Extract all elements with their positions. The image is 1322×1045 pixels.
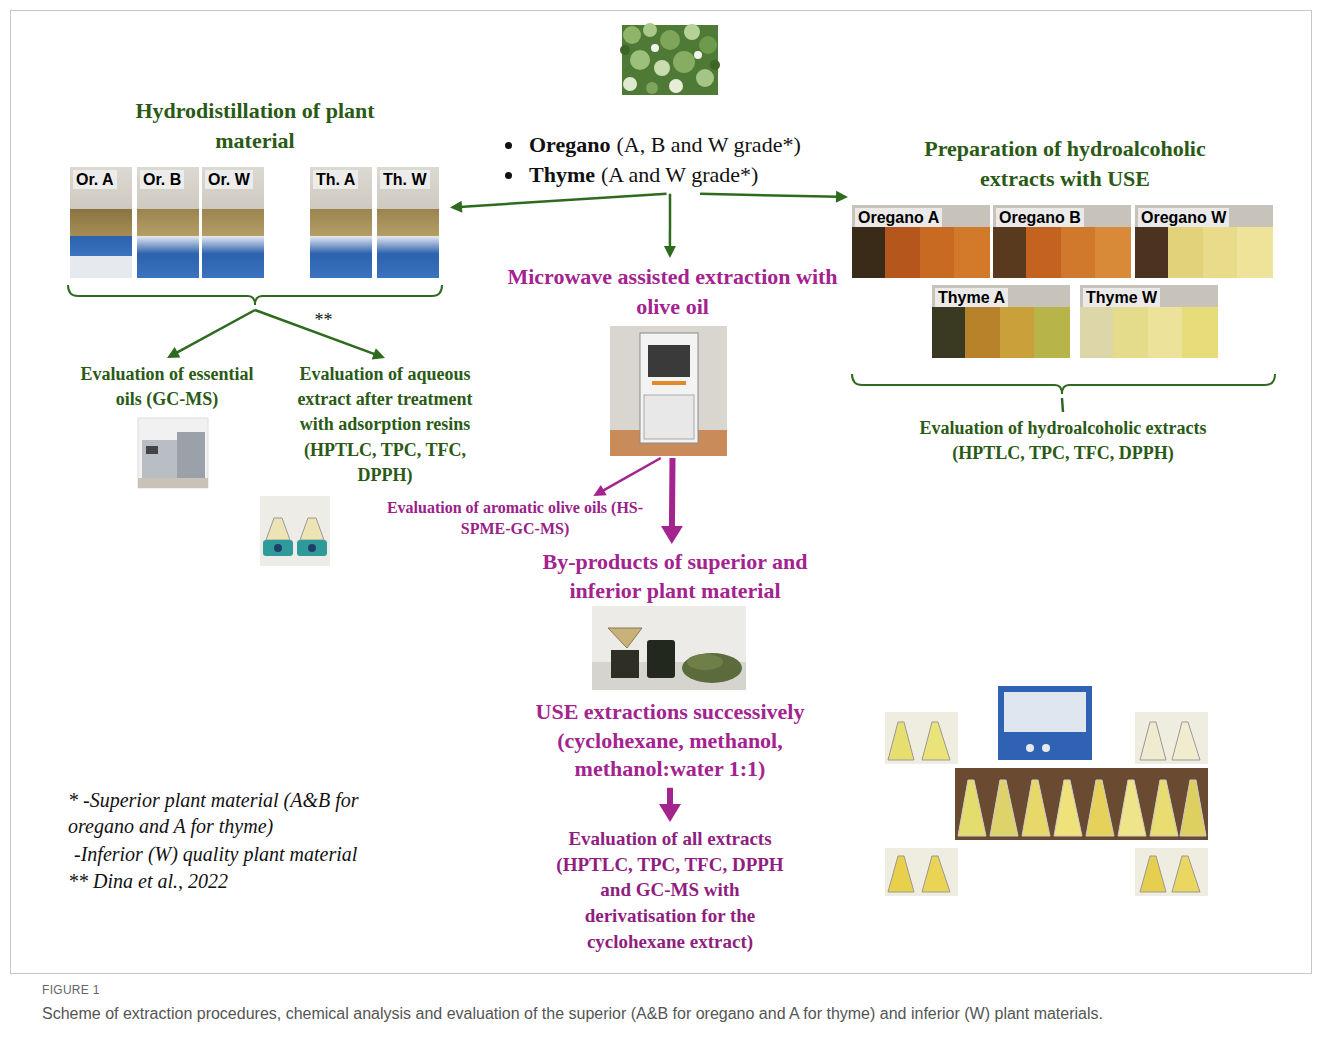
microwave-photo: [610, 326, 727, 456]
node-text: Evaluation of aqueous extract after trea…: [284, 362, 486, 488]
byproducts-photo: [592, 606, 746, 690]
process-heading: By-products of superior and inferior pla…: [515, 544, 835, 692]
node-text: Evaluation of hydroalcoholic extracts (H…: [892, 416, 1234, 466]
photo-tile: Oregano W: [1135, 205, 1273, 278]
flow-arrow: [1062, 398, 1063, 412]
node-text: Oregano A: [855, 208, 942, 227]
photo-tile: Or. B: [137, 167, 199, 278]
node-text: Evaluation of essential oils (GC-MS): [66, 362, 268, 412]
arrow-shaft: [669, 458, 676, 530]
node-text: By-products of superior and inferior pla…: [526, 548, 824, 605]
arrow-head: [593, 485, 606, 496]
node-text: Thyme A: [935, 288, 1008, 307]
evaluation-text: Evaluation of hydroalcoholic extracts (H…: [888, 412, 1238, 470]
photo-tile: Or. W: [202, 167, 264, 278]
process-heading: USE extractions successively (cyclohexan…: [500, 694, 840, 788]
bullet-item: Thyme(A and W grade*): [499, 160, 841, 190]
node-text: Or. W: [205, 170, 253, 189]
process-heading: Hydrodistillation of plant materialOr. A…: [60, 92, 450, 310]
arrow-shaft: [700, 194, 838, 197]
figure-number: FIGURE 1: [42, 983, 342, 999]
flow-arrow: [593, 458, 661, 496]
node-text: Evaluation of aromatic olive oils (HS-SP…: [382, 498, 648, 540]
photo-tile: Oregano B: [993, 205, 1131, 278]
grade-note: (A and W grade*): [601, 162, 758, 187]
node-text: Preparation of hydroalcoholic extracts w…: [895, 134, 1235, 195]
stirrer-photo: [260, 496, 330, 566]
photo-tile: Th. A: [310, 167, 372, 278]
arrow-shaft: [460, 194, 667, 207]
plant-name: Oregano: [529, 132, 610, 157]
photo-tile: Thyme A: [932, 285, 1070, 358]
node-text: Evaluation of all extracts (HPTLC, TPC, …: [549, 826, 791, 954]
process-heading: Microwave assisted extraction with olive…: [490, 258, 855, 458]
node-text: Th. W: [380, 170, 430, 189]
photo-tile: Or. A: [70, 167, 132, 278]
footnote: * -Superior plant material (A&B for oreg…: [68, 787, 413, 839]
bullet-dot: [505, 172, 512, 179]
flow-arrow: [700, 191, 848, 203]
node-text: Thyme W: [1083, 288, 1160, 307]
arrow-head: [836, 191, 848, 203]
evaluation-text: Evaluation of aromatic olive oils (HS-SP…: [380, 496, 650, 542]
node-text: Hydrodistillation of plant material: [135, 96, 375, 157]
bullet-item: Oregano(A, B and W grade*): [499, 130, 841, 160]
node-text: USE extractions successively (cyclohexan…: [510, 698, 830, 784]
arrow-head: [659, 804, 681, 822]
arrow-shaft: [669, 194, 672, 249]
arrow-head: [661, 526, 683, 544]
arrow-head: [450, 201, 462, 213]
figure-frame: [11, 11, 1312, 974]
edge-label: **: [313, 310, 335, 330]
arrow-head: [664, 246, 676, 258]
plant-list: Oregano(A, B and W grade*)Thyme(A and W …: [495, 126, 845, 194]
photo-tile: Oregano A: [852, 205, 990, 278]
bullet-dot: [505, 142, 512, 149]
flow-arrow: [450, 194, 667, 213]
arrow-head: [167, 347, 180, 358]
footnote: ** Dina et al., 2022: [68, 868, 428, 894]
flow-arrow: [255, 310, 385, 359]
footnote: -Inferior (W) quality plant material: [74, 841, 434, 867]
evaluation-text: Evaluation of all extracts (HPTLC, TPC, …: [545, 822, 795, 958]
bracket: [852, 374, 1275, 394]
flow-arrow: [661, 458, 683, 544]
arrow-shaft: [255, 310, 376, 355]
node-text: Oregano W: [1138, 208, 1229, 227]
photo-tile: Th. W: [377, 167, 439, 278]
figure-caption: Scheme of extraction procedures, chemica…: [42, 1003, 1307, 1025]
evaluation-text: Evaluation of essential oils (GC-MS): [62, 358, 272, 416]
grade-note: (A, B and W grade*): [616, 132, 800, 157]
bracket: [68, 285, 442, 305]
node-text: Or. A: [73, 170, 117, 189]
flow-arrow: [167, 310, 255, 358]
arrow-shaft: [175, 310, 255, 353]
node-text: Th. A: [313, 170, 358, 189]
arrow-head: [372, 348, 385, 359]
node-text: Or. B: [140, 170, 184, 189]
ultrasonic-collage: [885, 686, 1208, 896]
photo-tile: Thyme W: [1080, 285, 1218, 358]
node-text: Microwave assisted extraction with olive…: [503, 262, 843, 323]
plant-name: Thyme: [529, 162, 595, 187]
arrow-shaft: [1062, 398, 1063, 412]
evaluation-text: Evaluation of aqueous extract after trea…: [280, 358, 490, 492]
gcms-photo: [138, 418, 208, 488]
plant-photo: [620, 23, 720, 95]
node-text: Oregano B: [996, 208, 1084, 227]
flow-arrow: [664, 194, 676, 258]
flow-arrow: [659, 788, 681, 822]
process-heading: Preparation of hydroalcoholic extracts w…: [848, 130, 1282, 398]
arrow-shaft: [602, 458, 661, 491]
